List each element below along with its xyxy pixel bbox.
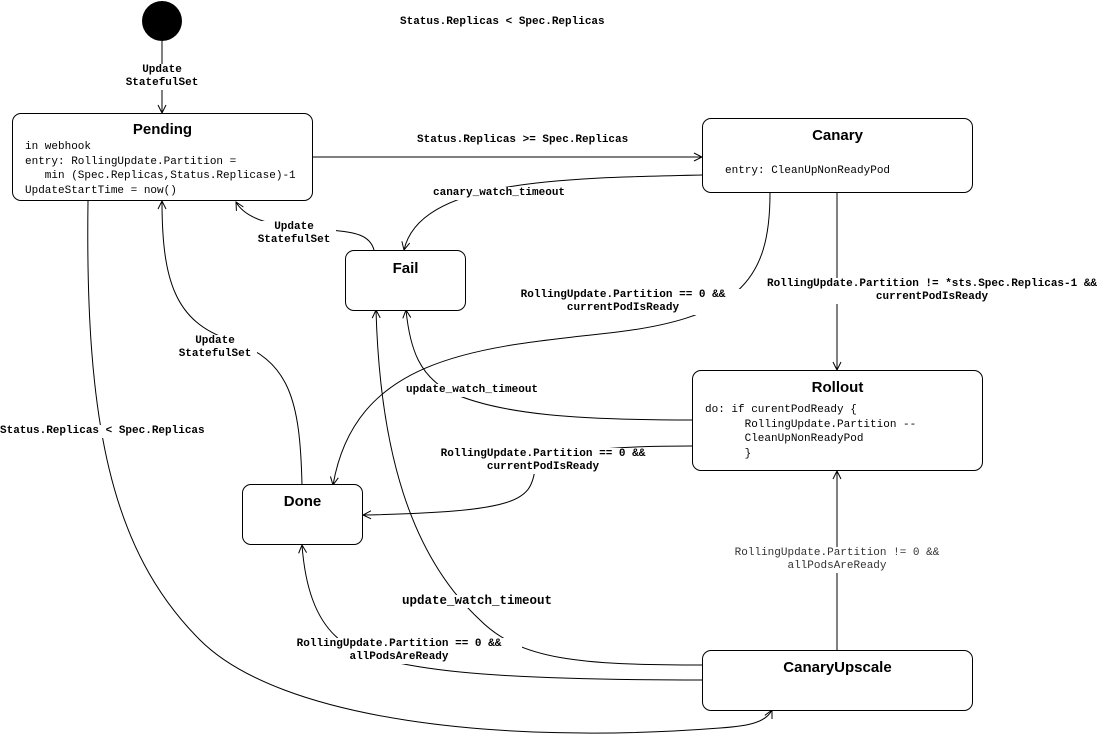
state-rollout-body: do: if curentPodReady { RollingUpdate.Pa… bbox=[705, 404, 917, 460]
state-fail: Fail bbox=[345, 250, 466, 311]
state-rollout: Rollout do: if curentPodReady { RollingU… bbox=[692, 370, 983, 471]
state-done-title: Done bbox=[283, 493, 322, 510]
label-start-to-pending: Update StatefulSet bbox=[120, 64, 204, 90]
label-canary-to-rollout: RollingUpdate.Partition != *sts.Spec.Rep… bbox=[752, 278, 1112, 304]
edge-rollout-to-fail bbox=[406, 310, 693, 421]
label-canary-upscale-to-fail: update_watch_timeout bbox=[402, 594, 553, 608]
state-pending-body: in webhook entry: RollingUpdate.Partitio… bbox=[25, 141, 296, 197]
state-canary-upscale-title: CanaryUpscale bbox=[783, 659, 892, 676]
label-done-to-pending: Update StatefulSet bbox=[173, 335, 257, 361]
label-canary-upscale-to-rollout: RollingUpdate.Partition != 0 && allPodsA… bbox=[714, 547, 960, 573]
state-canary-title: Canary bbox=[812, 127, 863, 144]
state-rollout-title: Rollout bbox=[811, 379, 864, 396]
initial-state-dot bbox=[142, 1, 182, 41]
label-fail-to-pending: Update StatefulSet bbox=[252, 221, 336, 247]
edge-canary-to-done bbox=[333, 192, 771, 485]
label-rollout-to-fail: update_watch_timeout bbox=[406, 384, 539, 397]
state-canary: Canary entry: CleanUpNonReadyPod bbox=[702, 118, 973, 193]
label-pending-to-canary-upscale: Status.Replicas < Spec.Replicas bbox=[0, 425, 205, 438]
label-rollout-to-done: RollingUpdate.Partition == 0 && currentP… bbox=[420, 448, 666, 474]
edge-canary-upscale-to-fail bbox=[376, 310, 703, 666]
state-done: Done bbox=[242, 484, 363, 545]
label-canary-to-fail: canary_watch_timeout bbox=[433, 187, 566, 200]
label-pending-to-canary: Status.Replicas >= Spec.Replicas bbox=[417, 134, 629, 146]
label-canary-upscale-to-done: RollingUpdate.Partition == 0 && allPodsA… bbox=[276, 638, 522, 664]
state-canary-body: entry: CleanUpNonReadyPod bbox=[725, 165, 891, 177]
top-note-label: Status.Replicas < Spec.Replicas bbox=[400, 16, 605, 28]
state-canary-upscale: CanaryUpscale bbox=[702, 650, 973, 711]
label-canary-to-done: RollingUpdate.Partition == 0 && currentP… bbox=[500, 289, 746, 315]
state-pending-title: Pending bbox=[132, 121, 193, 138]
state-pending: Pending in webhook entry: RollingUpdate.… bbox=[12, 113, 313, 201]
state-fail-title: Fail bbox=[392, 260, 419, 277]
